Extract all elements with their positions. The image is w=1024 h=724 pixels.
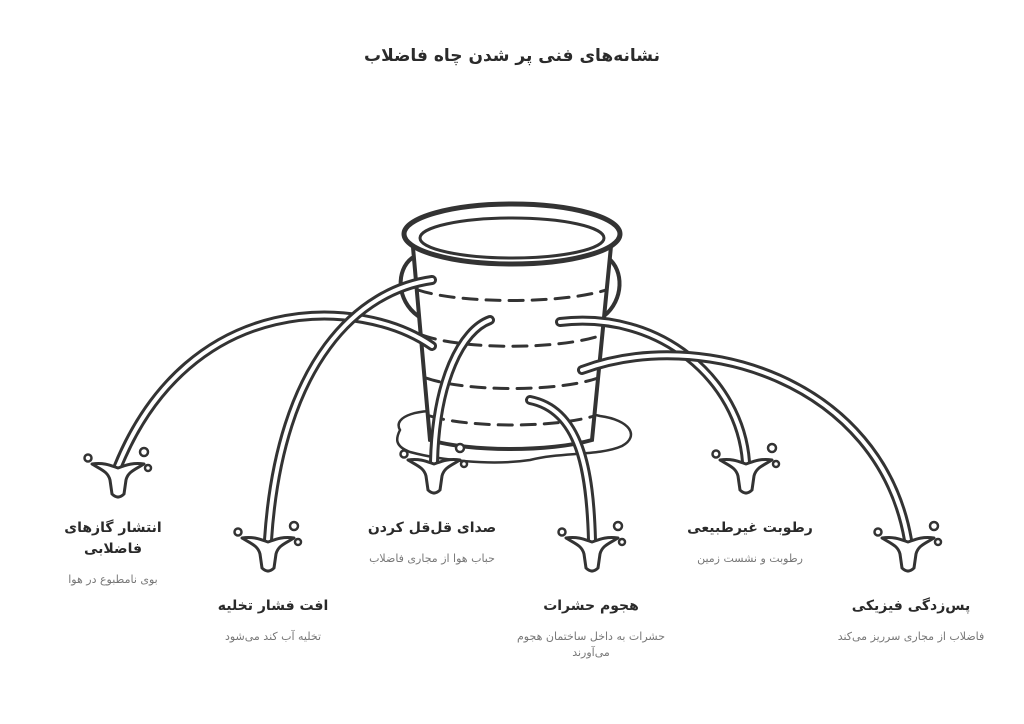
nozzle-icon xyxy=(711,442,781,495)
bucket-icon xyxy=(398,201,623,451)
sign-moisture: رطوبت غیرطبیعی رطوبت و نشست زمین xyxy=(675,518,825,567)
pipe-backflow-inner xyxy=(580,353,910,542)
pipe-sewer-gas-inner xyxy=(116,313,434,468)
nozzles xyxy=(83,442,943,573)
nozzle-icon xyxy=(399,442,469,495)
pipe-drain-pressure-inner xyxy=(266,278,434,542)
sign-desc: بوی نامطبوع در هوا xyxy=(68,573,158,586)
sign-backflow: پس‌زدگی فیزیکی فاضلاب از مجاری سرریز می‌… xyxy=(836,596,986,645)
sign-drain-pressure: افت فشار تخلیه تخلیه آب کند می‌شود xyxy=(198,596,348,645)
sign-gurgling: صدای قل‌قل کردن حباب هوا از مجاری فاضلاب xyxy=(357,518,507,567)
nozzle-icon xyxy=(873,520,943,573)
nozzle-icon xyxy=(557,520,627,573)
nozzle-icon xyxy=(233,520,303,573)
sign-desc: حباب هوا از مجاری فاضلاب xyxy=(369,552,495,565)
page-title: نشانه‌های فنی پر شدن چاه فاضلاب xyxy=(364,46,660,66)
sign-sewer-gas: انتشار گازهای فاضلابی بوی نامطبوع در هوا xyxy=(38,518,188,588)
pipes xyxy=(113,275,913,545)
sign-name: رطوبت غیرطبیعی xyxy=(687,520,813,536)
sign-desc: رطوبت و نشست زمین xyxy=(697,552,803,565)
pipe-insects-inner xyxy=(528,398,594,542)
sign-desc: حشرات به داخل ساختمان هجوم می‌آورند xyxy=(517,630,665,659)
sign-name: افت فشار تخلیه xyxy=(217,598,329,614)
sign-insects: هجوم حشرات حشرات به داخل ساختمان هجوم می… xyxy=(516,596,666,661)
sign-name: صدای قل‌قل کردن xyxy=(367,520,497,536)
sign-name: انتشار گازهای فاضلابی xyxy=(64,520,162,557)
sign-name: هجوم حشرات xyxy=(543,598,639,614)
sign-name: پس‌زدگی فیزیکی xyxy=(851,598,971,614)
nozzle-icon xyxy=(83,446,153,499)
pipe-gurgling-inner xyxy=(432,318,492,464)
sign-desc: تخلیه آب کند می‌شود xyxy=(224,630,322,643)
sign-desc: فاضلاب از مجاری سرریز می‌کند xyxy=(837,630,985,643)
